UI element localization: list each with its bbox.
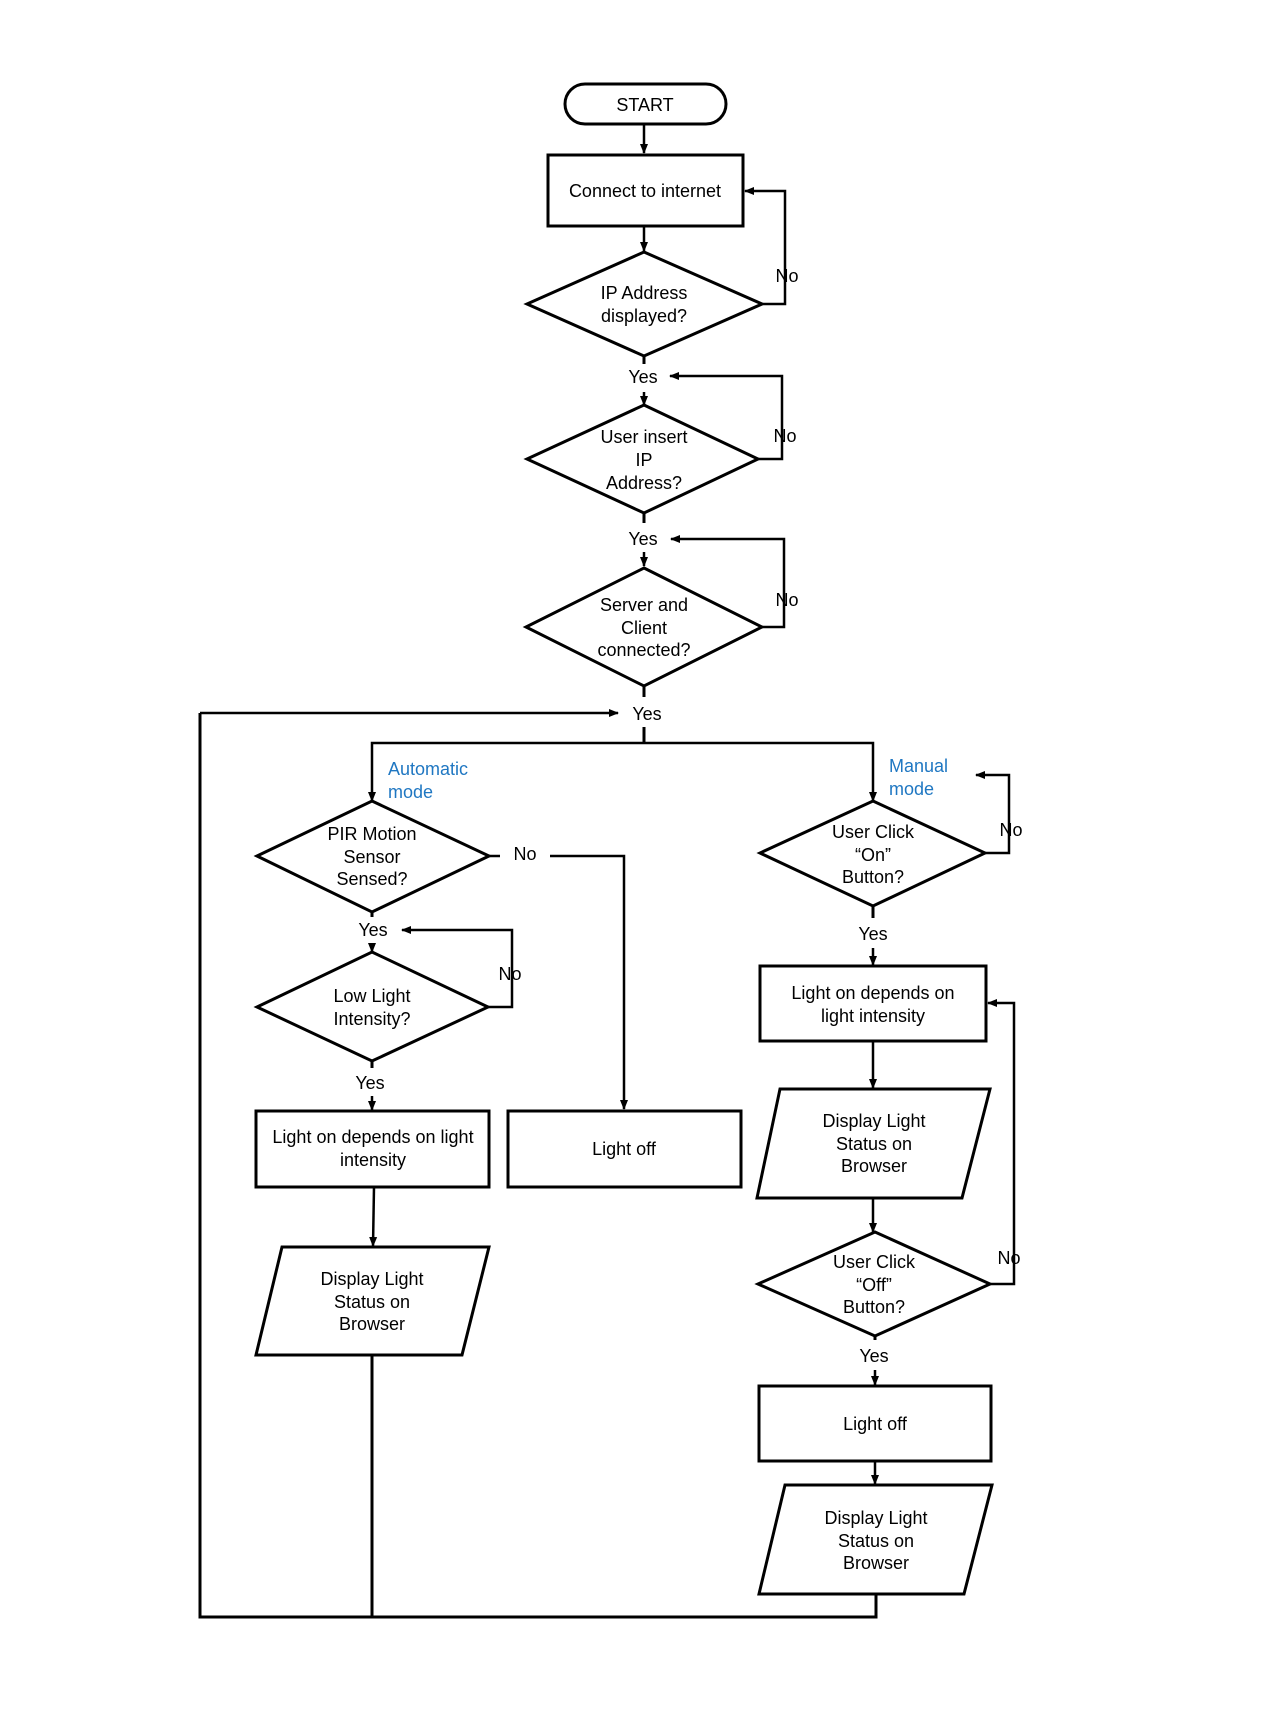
yes-label-click-off: Yes	[859, 1346, 888, 1366]
no-label-click-on: No	[999, 820, 1022, 840]
low-light-decision	[253, 950, 492, 1063]
user-insert-label-2: IP	[635, 450, 652, 470]
manual-display1-label-1: Display Light	[822, 1111, 925, 1131]
manual-display2-io	[757, 1483, 994, 1596]
manual-display1-io	[755, 1087, 992, 1200]
click-on-label-1: User Click	[832, 822, 915, 842]
click-on-label-2: “On”	[855, 845, 891, 865]
user-insert-label-1: User insert	[600, 427, 687, 447]
no-label-click-off: No	[997, 1248, 1020, 1268]
auto-display-label-1: Display Light	[320, 1269, 423, 1289]
arrow-pir-no-to-light-off-2	[550, 854, 628, 1110]
arrow-split-to-manual	[644, 741, 877, 802]
automatic-mode-label-1: Automatic	[388, 759, 468, 779]
arrow-insert-no-loop	[669, 372, 784, 461]
ip-displayed-label-2: displayed?	[601, 306, 687, 326]
yes-label-pir: Yes	[358, 920, 387, 940]
ip-displayed-label-1: IP Address	[601, 283, 688, 303]
auto-light-off-process	[506, 1109, 743, 1189]
no-label-pir: No	[513, 844, 536, 864]
server-client-decision	[522, 566, 766, 688]
start-terminator	[563, 82, 728, 126]
auto-display-io	[254, 1245, 491, 1357]
yes-label-server: Yes	[632, 704, 661, 724]
yes-label-insert: Yes	[628, 529, 657, 549]
user-click-off-decision	[754, 1230, 994, 1338]
manual-light-off-label: Light off	[843, 1414, 908, 1434]
server-client-label-3: connected?	[597, 640, 690, 660]
arrow-click-on-no-loop	[975, 771, 1011, 855]
pir-label-1: PIR Motion	[327, 824, 416, 844]
automatic-mode-label-2: mode	[388, 782, 433, 802]
start-label: START	[616, 95, 673, 115]
manual-display1-label-2: Status on	[836, 1134, 912, 1154]
server-client-label-1: Server and	[600, 595, 688, 615]
user-click-on-decision	[756, 799, 989, 908]
no-label-ip: No	[775, 266, 798, 286]
arrow-split-to-auto	[368, 741, 644, 802]
arrow-server-no-loop	[670, 535, 786, 629]
manual-display1-label-3: Browser	[841, 1156, 907, 1176]
labels: START Connect to internet IP Address dis…	[272, 95, 1022, 1573]
no-label-low-light: No	[498, 964, 521, 984]
click-off-label-1: User Click	[833, 1252, 916, 1272]
shapes	[253, 82, 994, 1596]
ip-displayed-decision	[523, 250, 766, 358]
connect-label: Connect to internet	[569, 181, 721, 201]
no-label-insert: No	[773, 426, 796, 446]
line-display2-return	[198, 713, 878, 1619]
pir-sensed-decision	[253, 799, 493, 914]
click-on-label-3: Button?	[842, 867, 904, 887]
manual-light-off-process	[757, 1384, 993, 1463]
manual-display2-label-2: Status on	[838, 1531, 914, 1551]
auto-display-label-3: Browser	[339, 1314, 405, 1334]
manual-mode-label-2: mode	[889, 779, 934, 799]
auto-light-on-process	[254, 1109, 491, 1189]
manual-light-on-process	[758, 964, 988, 1043]
manual-mode-label-1: Manual	[889, 756, 948, 776]
pir-label-3: Sensed?	[336, 869, 407, 889]
auto-light-on-label-2: intensity	[340, 1150, 406, 1170]
no-label-server: No	[775, 590, 798, 610]
click-off-label-2: “Off”	[856, 1275, 892, 1295]
server-client-label-2: Client	[621, 618, 667, 638]
manual-light-on-label-1: Light on depends on	[791, 983, 954, 1003]
user-insert-ip-decision	[523, 403, 762, 515]
arrow-ip-no-loop	[744, 187, 787, 306]
manual-display2-label-3: Browser	[843, 1553, 909, 1573]
arrow-auto-light-on-to-display	[369, 1186, 378, 1247]
click-off-label-3: Button?	[843, 1297, 905, 1317]
user-insert-label-3: Address?	[606, 473, 682, 493]
mode-labels: Automatic mode Manual mode	[388, 756, 948, 802]
yes-label-click-on: Yes	[858, 924, 887, 944]
yes-label-low-light: Yes	[355, 1073, 384, 1093]
connectors	[198, 125, 1016, 1619]
low-light-label-2: Intensity?	[333, 1009, 410, 1029]
arrow-click-off-no-loop	[987, 999, 1016, 1286]
auto-light-off-label: Light off	[592, 1139, 657, 1159]
yes-label-ip: Yes	[628, 367, 657, 387]
auto-light-on-label-1: Light on depends on light	[272, 1127, 473, 1147]
arrow-low-light-no-loop	[401, 926, 514, 1009]
pir-label-2: Sensor	[343, 847, 400, 867]
low-light-label-1: Low Light	[333, 986, 410, 1006]
auto-display-label-2: Status on	[334, 1292, 410, 1312]
connect-process	[546, 153, 745, 228]
manual-light-on-label-2: light intensity	[821, 1006, 925, 1026]
manual-display2-label-1: Display Light	[824, 1508, 927, 1528]
